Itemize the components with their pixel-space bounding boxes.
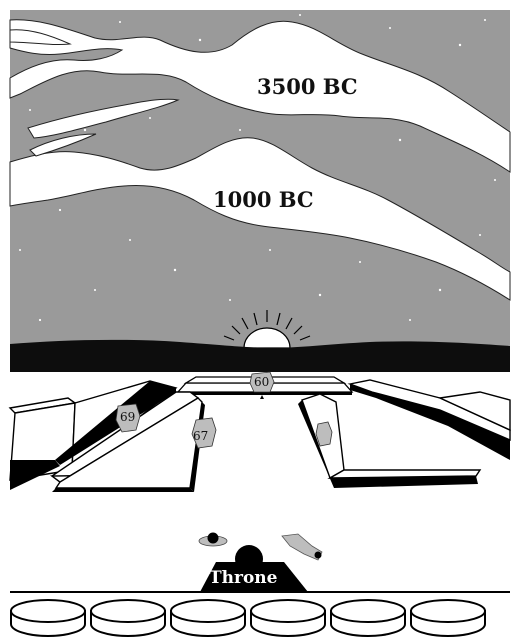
throne-label: Throne: [209, 568, 278, 588]
stone-69: 69: [116, 404, 140, 432]
stone-67-label: 67: [193, 429, 208, 443]
stone-60-label: 60: [254, 375, 269, 389]
label-3500bc: 3500 BC: [257, 74, 358, 99]
drum-2: [91, 600, 165, 636]
drum-4: [251, 600, 325, 636]
label-1000bc: 1000 BC: [213, 187, 314, 212]
stone-69-label: 69: [120, 410, 135, 424]
drum-1: [11, 600, 85, 636]
drum-6: [411, 600, 485, 636]
stone-right: [316, 422, 332, 446]
drum-5: [331, 600, 405, 636]
drum-3: [171, 600, 245, 636]
